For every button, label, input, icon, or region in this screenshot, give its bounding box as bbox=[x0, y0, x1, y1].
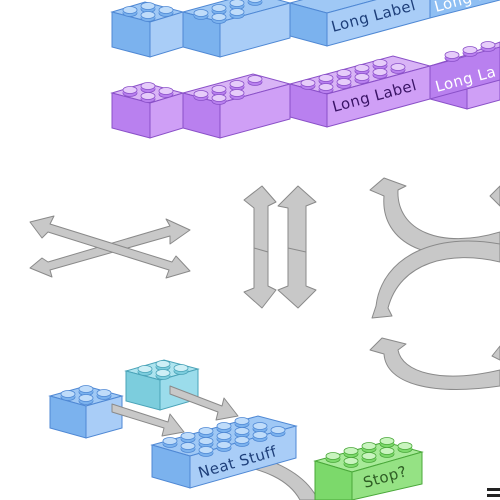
crossing-double-arrows-icon bbox=[29, 215, 191, 279]
purple-brick-small-2[interactable] bbox=[181, 73, 292, 139]
up-down-arrows-icon bbox=[243, 185, 317, 309]
teal-brick[interactable] bbox=[124, 359, 200, 411]
purple-brick-long-label-1[interactable]: Long Label bbox=[288, 55, 432, 128]
blue-brick-small-1[interactable] bbox=[110, 1, 185, 58]
looping-cross-arrows-icon bbox=[369, 177, 500, 390]
blue-brick-row: Long Label Long La bbox=[110, 0, 500, 58]
blue-brick-small-2[interactable] bbox=[181, 0, 292, 58]
purple-brick-long-label-2[interactable]: Long La bbox=[428, 41, 500, 110]
menu-icon[interactable] bbox=[487, 488, 500, 497]
purple-brick-row: Long Label Long La bbox=[110, 41, 500, 139]
blue-brick-long-label-1[interactable]: Long Label bbox=[288, 0, 431, 47]
stop-brick[interactable]: Stop? bbox=[313, 437, 424, 500]
purple-brick-small-1[interactable] bbox=[110, 82, 185, 139]
brick-label: Long La bbox=[432, 0, 497, 16]
blue-brick-long-label-2[interactable]: Long La bbox=[429, 0, 500, 19]
blue-brick-small-3[interactable] bbox=[48, 385, 124, 439]
